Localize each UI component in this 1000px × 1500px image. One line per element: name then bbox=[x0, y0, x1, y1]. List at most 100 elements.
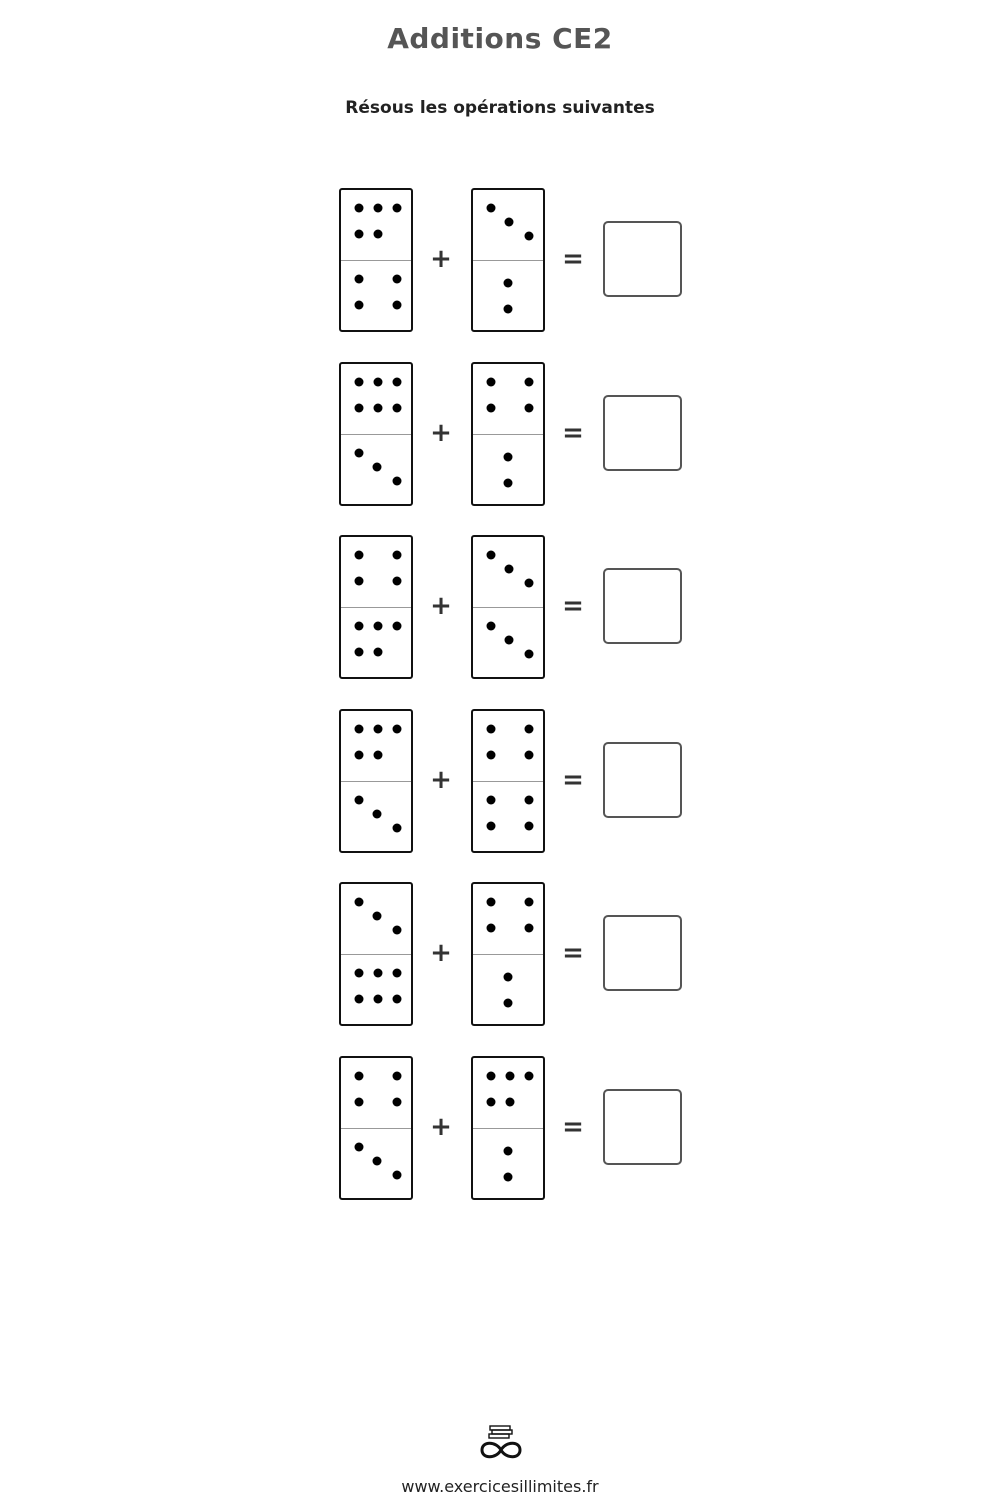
answer-box[interactable] bbox=[603, 394, 682, 471]
domino-pip bbox=[354, 968, 364, 978]
domino-pip bbox=[504, 635, 514, 645]
answer-box[interactable] bbox=[603, 741, 682, 818]
domino-pip bbox=[524, 578, 534, 588]
domino-pip bbox=[392, 203, 402, 213]
domino-pip bbox=[373, 994, 383, 1004]
domino-pip bbox=[503, 1146, 513, 1155]
domino-pip bbox=[486, 403, 496, 412]
domino-pip bbox=[392, 1097, 402, 1106]
domino-bottom-half bbox=[473, 780, 543, 852]
exercise-list: +=+=+=+=+=+= bbox=[0, 188, 1000, 1200]
domino-pip bbox=[486, 203, 496, 213]
exercise-row: += bbox=[0, 535, 1000, 679]
domino-top-half bbox=[341, 1058, 411, 1128]
domino-pip bbox=[354, 1097, 364, 1106]
answer-box[interactable] bbox=[603, 915, 682, 991]
domino-pip bbox=[524, 724, 534, 733]
domino-pip bbox=[354, 274, 364, 284]
exercise-row: += bbox=[0, 708, 1000, 853]
domino-right bbox=[471, 188, 545, 332]
domino-pip bbox=[524, 923, 534, 933]
plus-sign: + bbox=[430, 244, 452, 274]
infinity-books-icon bbox=[480, 1425, 522, 1459]
domino-pip bbox=[392, 476, 402, 485]
answer-box[interactable] bbox=[603, 1088, 682, 1165]
domino-pip bbox=[524, 231, 534, 241]
domino-pip bbox=[486, 795, 496, 804]
domino-right bbox=[471, 361, 545, 506]
domino-pip bbox=[354, 750, 364, 759]
domino-pip bbox=[486, 821, 496, 830]
plus-sign: + bbox=[430, 591, 452, 621]
domino-bottom-half bbox=[341, 433, 411, 505]
domino-left bbox=[339, 1055, 413, 1200]
domino-right bbox=[471, 1055, 545, 1200]
domino-top-half bbox=[473, 884, 543, 954]
domino-bottom-half bbox=[341, 260, 411, 331]
domino-pip bbox=[505, 1071, 515, 1080]
domino-pip bbox=[505, 1097, 515, 1106]
equals-sign: = bbox=[562, 938, 584, 968]
domino-pip bbox=[392, 550, 402, 560]
domino-pip bbox=[486, 621, 496, 631]
domino-pip bbox=[486, 750, 496, 759]
domino-pip bbox=[354, 994, 364, 1004]
domino-pip bbox=[392, 621, 402, 631]
domino-bottom-half bbox=[341, 780, 411, 852]
domino-top-half bbox=[341, 190, 411, 260]
domino-pip bbox=[373, 968, 383, 978]
domino-pip bbox=[373, 203, 383, 213]
equals-sign: = bbox=[562, 591, 584, 621]
domino-pip bbox=[392, 274, 402, 284]
domino-pip bbox=[354, 1071, 364, 1080]
domino-pip bbox=[524, 750, 534, 759]
domino-pip bbox=[486, 923, 496, 933]
plus-sign: + bbox=[430, 764, 452, 795]
plus-sign: + bbox=[430, 1111, 452, 1142]
domino-left bbox=[339, 535, 413, 679]
plus-sign: + bbox=[430, 938, 452, 968]
domino-pip bbox=[373, 750, 383, 759]
domino-top-half bbox=[341, 711, 411, 781]
domino-pip bbox=[392, 377, 402, 386]
domino-pip bbox=[372, 462, 382, 471]
domino-pip bbox=[354, 377, 364, 386]
equals-sign: = bbox=[562, 244, 584, 274]
answer-box[interactable] bbox=[603, 221, 682, 297]
domino-pip bbox=[354, 576, 364, 586]
domino-pip bbox=[524, 377, 534, 386]
domino-pip bbox=[372, 809, 382, 818]
exercise-row: += bbox=[0, 361, 1000, 506]
domino-left bbox=[339, 882, 413, 1026]
domino-top-half bbox=[473, 364, 543, 434]
exercise-row: += bbox=[0, 188, 1000, 332]
domino-bottom-half bbox=[341, 954, 411, 1025]
domino-top-half bbox=[341, 537, 411, 607]
domino-pip bbox=[354, 1142, 364, 1151]
domino-pip bbox=[354, 448, 364, 457]
domino-pip bbox=[354, 647, 364, 657]
domino-pip bbox=[373, 229, 383, 239]
domino-top-half bbox=[473, 537, 543, 607]
domino-right bbox=[471, 708, 545, 853]
domino-pip bbox=[392, 403, 402, 412]
domino-pip bbox=[524, 1071, 534, 1080]
domino-pip bbox=[503, 278, 513, 288]
domino-bottom-half bbox=[473, 433, 543, 505]
instructions: Résous les opérations suivantes bbox=[345, 98, 655, 118]
equals-sign: = bbox=[562, 417, 584, 448]
domino-pip bbox=[503, 452, 513, 461]
domino-pip bbox=[354, 203, 364, 213]
domino-left bbox=[339, 188, 413, 332]
answer-box[interactable] bbox=[603, 568, 682, 644]
domino-bottom-half bbox=[473, 1127, 543, 1199]
domino-pip bbox=[504, 564, 514, 574]
domino-pip bbox=[354, 795, 364, 804]
plus-sign: + bbox=[430, 417, 452, 448]
domino-top-half bbox=[341, 884, 411, 954]
domino-pip bbox=[354, 300, 364, 310]
domino-right bbox=[471, 882, 545, 1026]
domino-pip bbox=[486, 550, 496, 560]
domino-pip bbox=[392, 576, 402, 586]
domino-top-half bbox=[473, 1058, 543, 1128]
